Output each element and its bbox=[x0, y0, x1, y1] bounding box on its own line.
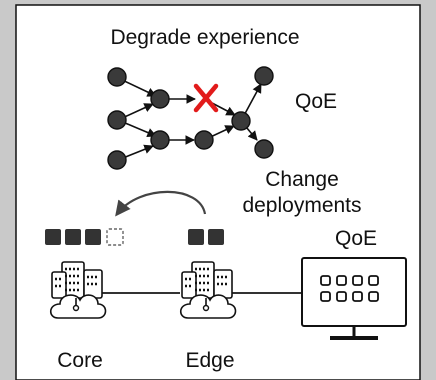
qoe-top-label: QoE bbox=[295, 90, 337, 113]
edge-label: Edge bbox=[185, 349, 234, 372]
graph-node bbox=[194, 130, 214, 150]
graph-node bbox=[150, 130, 170, 150]
graph-node bbox=[254, 139, 274, 159]
change-label: Change bbox=[265, 168, 339, 191]
curved-arrow-icon bbox=[115, 190, 207, 217]
graph-node bbox=[107, 150, 127, 170]
graph-edge bbox=[211, 102, 236, 116]
qoe-bottom-label: QoE bbox=[335, 227, 377, 250]
graph-node bbox=[107, 110, 127, 130]
service-block bbox=[85, 229, 101, 245]
red-x-icon bbox=[193, 83, 219, 113]
monitor-icon bbox=[301, 257, 407, 340]
core-label: Core bbox=[57, 349, 103, 372]
deployments-label: deployments bbox=[242, 194, 361, 217]
graph-node bbox=[254, 66, 274, 86]
graph-nodes bbox=[107, 66, 274, 170]
graph-node bbox=[231, 111, 251, 131]
edge-deployment-blocks bbox=[188, 229, 224, 245]
graph-node bbox=[150, 89, 170, 109]
service-block bbox=[188, 229, 204, 245]
core-deployment-blocks bbox=[45, 228, 124, 246]
degrade-experience-label: Degrade experience bbox=[110, 26, 299, 49]
service-block bbox=[208, 229, 224, 245]
vacated-block bbox=[106, 228, 124, 246]
service-block bbox=[65, 229, 81, 245]
graph-node bbox=[107, 67, 127, 87]
service-block bbox=[45, 229, 61, 245]
